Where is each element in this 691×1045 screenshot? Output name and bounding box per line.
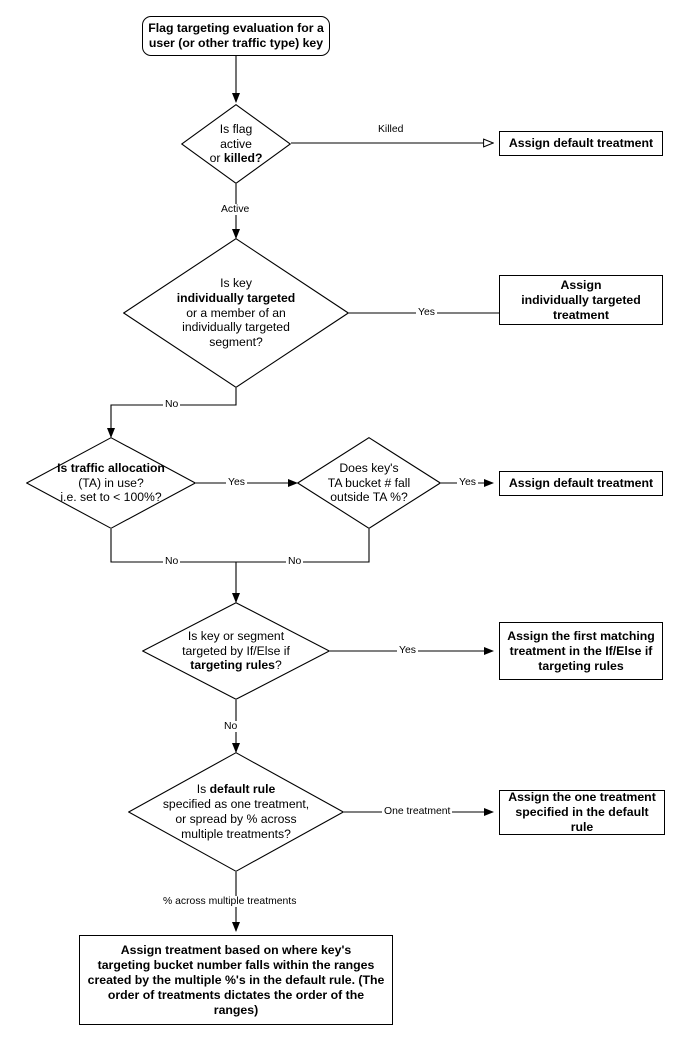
edge-label-no-ta-bucket: No (286, 556, 304, 568)
node-decision-traffic-allocation-text: Is traffic allocation (TA) in use? i.e. … (57, 460, 165, 505)
edge-label-yes-traffic: Yes (226, 477, 247, 489)
node-decision-traffic-allocation[interactable]: Is traffic allocation (TA) in use? i.e. … (26, 437, 196, 529)
node-start-text: Flag targeting evaluation for a user (or… (148, 21, 324, 50)
edge-label-yes-individual: Yes (416, 307, 437, 319)
diamond-shape-flag-state (181, 104, 291, 184)
node-decision-ifelse-targeting-rules[interactable]: Is key or segment targeted by If/Else if… (142, 602, 330, 700)
node-assign-treatment-ranges-text: Assign treatment based on where key's ta… (87, 942, 385, 1017)
node-start[interactable]: Flag targeting evaluation for a user (or… (142, 16, 330, 56)
node-decision-ifelse-targeting-rules-text: Is key or segment targeted by If/Else if… (182, 628, 290, 673)
node-assign-individually-targeted-treatment[interactable]: Assign individually targeted treatment (499, 275, 663, 325)
node-assign-one-treatment[interactable]: Assign the one treatment specified in th… (499, 790, 665, 835)
diamond-shape-ifelse-targeting-rules (142, 602, 330, 700)
edge-label-yes-ta-bucket: Yes (457, 477, 478, 489)
node-assign-treatment-ranges[interactable]: Assign treatment based on where key's ta… (79, 935, 393, 1025)
node-decision-ta-bucket[interactable]: Does key's TA bucket # fall outside TA %… (297, 437, 441, 529)
diamond-shape-default-rule (128, 752, 344, 872)
node-decision-flag-state[interactable]: Is flag active or killed? (181, 104, 291, 184)
node-decision-individually-targeted-text: Is key individually targeted or a member… (176, 275, 296, 350)
node-decision-ta-bucket-text: Does key's TA bucket # fall outside TA %… (327, 460, 411, 505)
node-assign-first-matching-treatment-text: Assign the first matching treatment in t… (507, 628, 655, 673)
node-assign-default-treatment-2-text: Assign default treatment (508, 476, 654, 490)
edge-label-active: Active (219, 204, 252, 216)
node-assign-default-treatment-2[interactable]: Assign default treatment (499, 471, 663, 496)
node-assign-individually-targeted-treatment-text: Assign individually targeted treatment (521, 277, 641, 322)
node-decision-flag-state-text: Is flag active or killed? (209, 121, 263, 166)
edge-no-individual (107, 388, 237, 438)
edge-label-no-ifelse: No (222, 721, 240, 733)
diamond-shape-ta-bucket (297, 437, 441, 529)
node-decision-individually-targeted[interactable]: Is key individually targeted or a member… (123, 238, 349, 388)
node-assign-first-matching-treatment[interactable]: Assign the first matching treatment in t… (499, 622, 663, 680)
diamond-shape-traffic-allocation (26, 437, 196, 529)
node-decision-default-rule-text: Is default rule specified as one treatme… (162, 782, 310, 841)
node-assign-default-treatment-1-text: Assign default treatment (508, 136, 654, 150)
node-decision-default-rule[interactable]: Is default rule specified as one treatme… (128, 752, 344, 872)
edge-label-killed: Killed (376, 124, 406, 136)
edge-label-pct-across-multiple: % across multiple treatments (161, 896, 299, 908)
node-assign-one-treatment-text: Assign the one treatment specified in th… (508, 790, 656, 834)
diamond-shape-individually-targeted (123, 238, 349, 388)
edge-label-one-treatment: One treatment (382, 806, 453, 818)
edge-label-no-individual: No (163, 399, 181, 411)
edge-label-yes-ifelse: Yes (397, 645, 418, 657)
node-assign-default-treatment-1[interactable]: Assign default treatment (499, 131, 663, 156)
edge-label-no-traffic: No (163, 556, 181, 568)
